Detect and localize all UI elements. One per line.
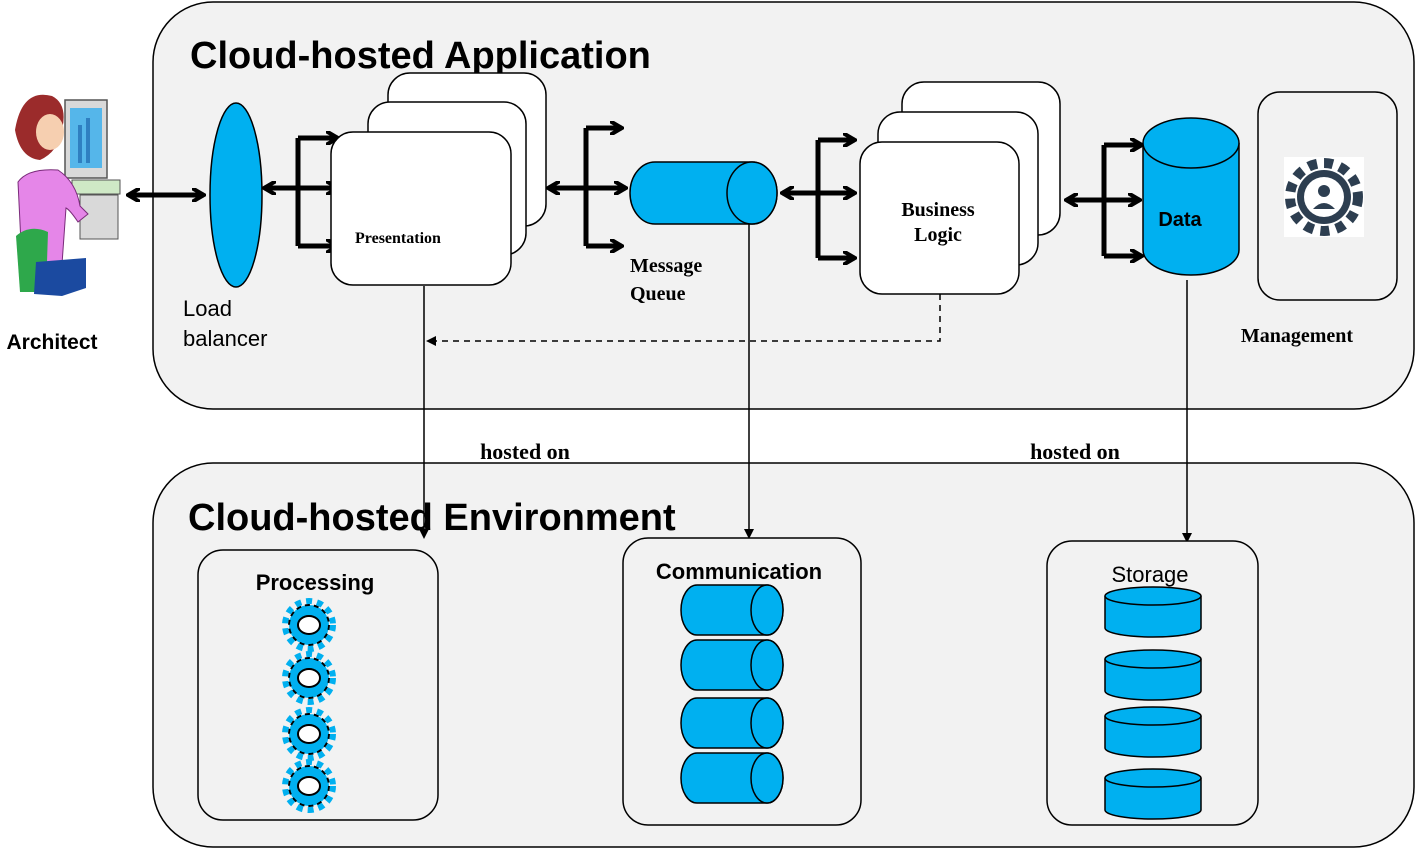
processing-label: Processing	[256, 570, 375, 595]
message-queue-label-line1: Message	[630, 255, 702, 277]
data-label: Data	[1158, 209, 1202, 231]
business-data-arrows	[1066, 145, 1142, 256]
presentation-queue-arrows	[548, 128, 626, 246]
load-balancer-shape	[209, 102, 263, 288]
hosted-on-left-label: hosted on	[480, 439, 570, 464]
business-logic-label-line2: Logic	[914, 224, 962, 246]
queue-business-arrows	[782, 140, 855, 258]
message-queue-shape	[629, 161, 778, 225]
load-balancer-label-line2: balancer	[183, 326, 267, 351]
business-presentation-dashed-arrow	[426, 294, 941, 346]
application-title: Cloud-hosted Application	[190, 35, 651, 77]
architect-at-computer-icon	[15, 94, 121, 296]
storage-label: Storage	[1111, 562, 1188, 587]
environment-title: Cloud-hosted Environment	[188, 497, 676, 539]
business-logic-node	[859, 81, 1061, 295]
architect-label: Architect	[6, 331, 97, 354]
communication-label: Communication	[656, 559, 822, 584]
message-queue-label-line2: Queue	[630, 283, 686, 305]
presentation-label: Presentation	[355, 230, 441, 247]
hosted-on-right-label: hosted on	[1030, 439, 1120, 464]
management-label: Management	[1241, 325, 1354, 347]
gear-person-icon	[1284, 157, 1364, 237]
disk-icon	[1104, 586, 1202, 820]
data-store-shape	[1142, 117, 1240, 276]
cylinder-icon	[680, 584, 784, 804]
business-logic-label-line1: Business	[901, 199, 975, 221]
load-balancer-label-line1: Load	[183, 296, 232, 321]
presentation-node	[330, 72, 547, 286]
